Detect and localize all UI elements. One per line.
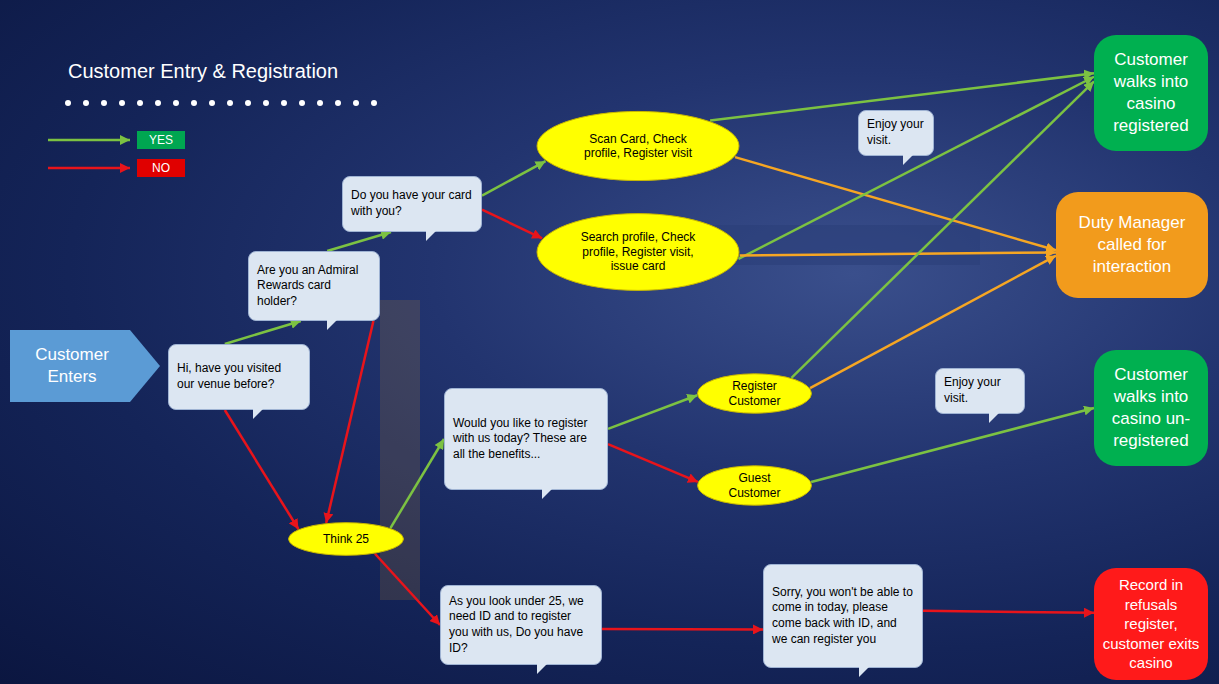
connector-arrow <box>326 321 373 523</box>
node-text: Customer walks into casino registered <box>1098 49 1204 137</box>
speech-bubble: As you look under 25, we need ID and to … <box>440 585 602 665</box>
node-text: As you look under 25, we need ID and to … <box>449 594 593 656</box>
connector-arrow <box>390 439 444 528</box>
ellipse-outline <box>698 466 812 505</box>
speech-bubble: Sorry, you won't be able to come in toda… <box>763 564 923 668</box>
text-block: Customer Enters <box>10 340 160 392</box>
connector-arrow <box>811 408 1094 482</box>
ellipse-outline <box>289 523 404 556</box>
node-text: Record in refusals register, customer ex… <box>1098 575 1204 673</box>
node-text: Duty Manager called for interaction <box>1060 212 1204 278</box>
node-text: Are you an Admiral Rewards card holder? <box>257 263 371 310</box>
outcome-box: Record in refusals register, customer ex… <box>1094 568 1208 680</box>
text-block: Scan Card, Check profile, Register visit <box>536 130 740 163</box>
legend-swatch: NO <box>137 159 185 177</box>
connector-arrow <box>225 410 299 529</box>
process-ellipse: Search profile, Check profile, Register … <box>536 212 740 292</box>
text-block: Customer walks into casino registered <box>1094 43 1208 143</box>
legend-text: YES <box>149 133 173 147</box>
speech-bubble: Enjoy your visit. <box>935 368 1025 414</box>
arrow-outline <box>10 330 160 402</box>
node-text: Customer Enters <box>18 344 126 388</box>
door-blur <box>380 300 420 600</box>
node-text: Hi, have you visited our venue before? <box>177 361 301 392</box>
ellipse-outline <box>537 111 739 180</box>
node-text: Enjoy your visit. <box>867 117 925 148</box>
speech-bubble: Are you an Admiral Rewards card holder? <box>248 251 380 321</box>
node-text: Customer walks into casino un-registered <box>1098 364 1204 452</box>
legend-text: NO <box>152 161 170 175</box>
process-ellipse: Think 25 <box>288 522 404 556</box>
node-text: Search profile, Check profile, Register … <box>573 230 704 273</box>
ellipse-outline <box>698 374 812 413</box>
text-block: Register Customer <box>697 377 812 410</box>
connector-arrow <box>608 444 698 482</box>
legend-arrow <box>48 139 130 142</box>
speech-bubble: Enjoy your visit. <box>858 110 934 156</box>
text-block: Enjoy your visit. <box>936 369 1024 412</box>
text-block: Customer walks into casino un-registered <box>1094 358 1208 458</box>
text-block: Do you have your card with you? <box>343 182 481 225</box>
node-text: Think 25 <box>309 532 383 546</box>
process-ellipse: Scan Card, Check profile, Register visit <box>536 110 740 182</box>
node-text: Register Customer <box>718 379 792 408</box>
text-block: Duty Manager called for interaction <box>1056 206 1208 284</box>
start-arrow: Customer Enters <box>10 330 160 402</box>
text-block: As you look under 25, we need ID and to … <box>441 588 601 662</box>
text-block: Hi, have you visited our venue before? <box>169 355 309 398</box>
text-block: Would you like to register with us today… <box>445 410 607 469</box>
connector-arrow <box>791 81 1094 377</box>
process-ellipse: Register Customer <box>697 373 812 414</box>
node-text: Scan Card, Check profile, Register visit <box>573 132 704 161</box>
text-block: Think 25 <box>288 530 404 548</box>
connector-arrow <box>375 554 440 625</box>
connector-arrow <box>740 252 1056 255</box>
node-text: Do you have your card with you? <box>351 188 473 219</box>
diagram-title: Customer Entry & Registration <box>68 60 338 83</box>
speech-bubble: Would you like to register with us today… <box>444 388 608 490</box>
node-text: Would you like to register with us today… <box>453 416 599 463</box>
node-text: Enjoy your visit. <box>944 375 1016 406</box>
outcome-box: Duty Manager called for interaction <box>1056 192 1208 298</box>
connector-arrow <box>608 395 697 429</box>
connector-arrow <box>923 611 1094 613</box>
node-text: Sorry, you won't be able to come in toda… <box>772 585 914 647</box>
text-block: Enjoy your visit. <box>859 111 933 154</box>
connector-arrow <box>327 232 391 251</box>
legend-arrow <box>48 167 130 170</box>
speech-bubble: Do you have your card with you? <box>342 176 482 232</box>
legend-swatch: YES <box>137 131 185 149</box>
connector-arrow <box>738 77 1094 259</box>
text-block: Record in refusals register, customer ex… <box>1094 569 1208 679</box>
node-text: Guest Customer <box>718 471 792 500</box>
text-block: Guest Customer <box>697 469 812 502</box>
text-block: Search profile, Check profile, Register … <box>536 228 740 275</box>
outcome-box: Customer walks into casino un-registered <box>1094 350 1208 466</box>
text-block: Are you an Admiral Rewards card holder? <box>249 257 379 316</box>
connector-arrow <box>225 321 301 344</box>
connector-arrow <box>482 161 546 195</box>
process-ellipse: Guest Customer <box>697 465 812 506</box>
connector-arrow <box>602 628 763 631</box>
ellipse-outline <box>537 214 739 291</box>
outcome-box: Customer walks into casino registered <box>1094 35 1208 151</box>
speech-bubble: Hi, have you visited our venue before? <box>168 344 310 410</box>
text-block: Sorry, you won't be able to come in toda… <box>764 579 922 653</box>
title-dots <box>65 100 377 106</box>
arrow-shape <box>10 330 160 402</box>
connector-arrow <box>482 210 542 239</box>
